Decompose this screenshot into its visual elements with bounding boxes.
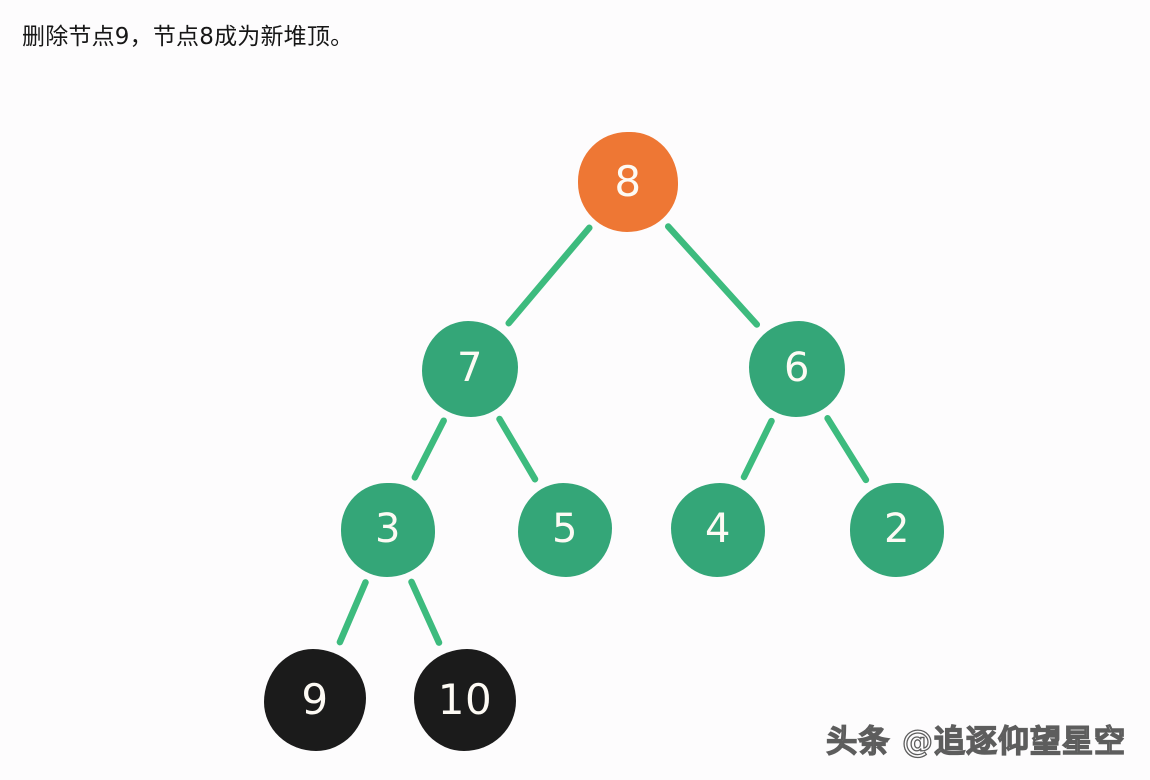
tree-node-9: 9: [264, 649, 366, 751]
tree-node-label: 10: [437, 674, 493, 724]
tree-node-label: 7: [457, 345, 483, 391]
caption-text: 删除节点9，节点8成为新堆顶。: [22, 24, 354, 50]
tree-node-6: 6: [749, 321, 845, 417]
tree-edge: [505, 224, 593, 327]
tree-node-3: 3: [341, 483, 435, 577]
tree-node-label: 2: [884, 506, 910, 552]
tree-node-label: 6: [784, 345, 810, 391]
tree-edge: [824, 415, 870, 484]
tree-node-2: 2: [850, 483, 944, 577]
tree-edge: [411, 417, 447, 481]
tree-edge: [496, 415, 539, 483]
tree-node-label: 3: [375, 506, 401, 552]
tree-edge: [664, 223, 761, 328]
tree-node-label: 5: [552, 506, 578, 552]
tree-node-label: 9: [301, 674, 329, 724]
tree-edge: [408, 578, 443, 646]
tree-node-7: 7: [422, 321, 518, 417]
tree-node-10: 10: [414, 649, 516, 751]
tree-node-5: 5: [518, 483, 612, 577]
watermark-label: 头条 @追逐仰望星空: [826, 723, 1126, 760]
tree-edge: [336, 579, 369, 646]
tree-node-label: 4: [705, 506, 731, 552]
tree-node-8: 8: [578, 132, 678, 232]
tree-node-4: 4: [671, 483, 765, 577]
tree-edge: [740, 417, 775, 481]
tree-node-label: 8: [614, 156, 642, 206]
